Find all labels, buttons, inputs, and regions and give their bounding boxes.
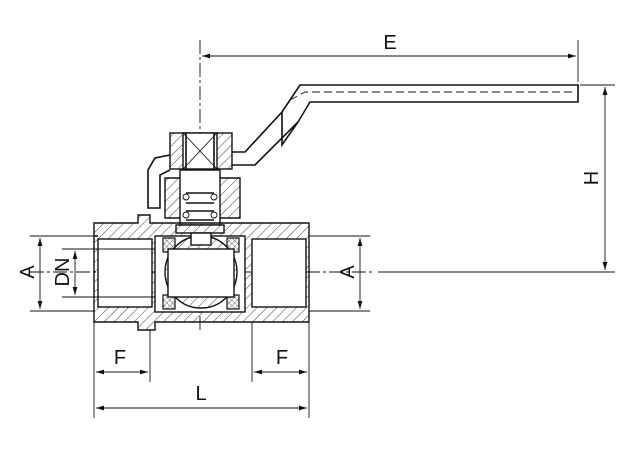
extension-lines bbox=[30, 40, 615, 418]
dim-label-DN: DN bbox=[52, 258, 74, 287]
dim-label-F-right: F bbox=[276, 347, 288, 369]
dim-label-A-right: A bbox=[337, 265, 359, 279]
dim-label-F-left: F bbox=[114, 347, 126, 369]
dim-label-A-left: A bbox=[17, 265, 39, 279]
stem-nut bbox=[169, 132, 233, 170]
dimension-lines bbox=[37, 53, 608, 411]
dim-label-E: E bbox=[383, 32, 396, 54]
dim-label-H: H bbox=[581, 171, 603, 185]
stop-tab bbox=[147, 154, 171, 209]
handle-lever bbox=[232, 84, 579, 166]
ball-seats bbox=[162, 237, 240, 310]
dim-label-L: L bbox=[195, 383, 206, 405]
ball bbox=[164, 232, 238, 309]
